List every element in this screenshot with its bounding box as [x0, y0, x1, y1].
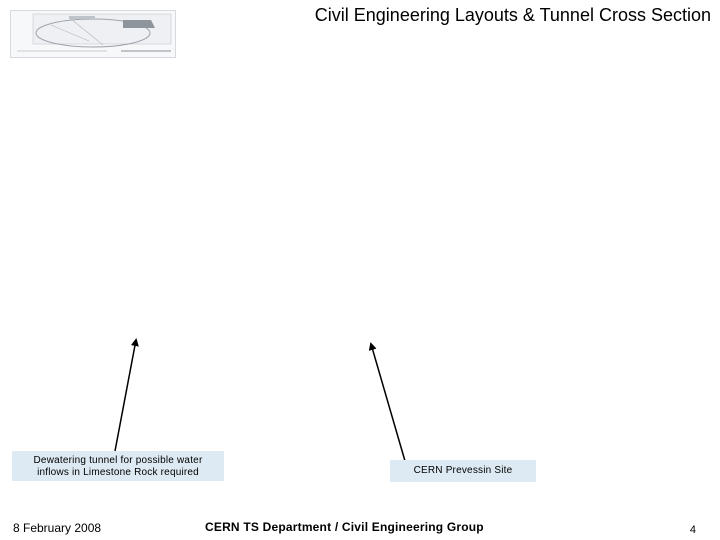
- page-number: 4: [689, 524, 696, 536]
- site-layout-diagram-icon: [17, 13, 172, 52]
- thumbnail-line: [70, 18, 104, 46]
- thumbnail-site-block: [123, 20, 155, 28]
- dewatering-arrow: [114, 338, 139, 452]
- dewatering-callout-line-2: inflows in Limestone Rock required: [37, 467, 199, 478]
- prevessin-arrow: [368, 342, 406, 462]
- thumbnail-line: [50, 24, 90, 42]
- slide-title: Civil Engineering Layouts & Tunnel Cross…: [314, 5, 711, 25]
- footer-department: CERN TS Department / Civil Engineering G…: [205, 520, 484, 534]
- footer-date: 8 February 2008: [13, 521, 102, 535]
- thumbnail-label-block: [69, 16, 95, 19]
- site-layout-thumbnail: [10, 10, 176, 58]
- dewatering-callout: Dewatering tunnel for possible water inf…: [12, 451, 224, 481]
- dewatering-callout-line-1: Dewatering tunnel for possible water: [33, 455, 203, 466]
- prevessin-callout: CERN Prevessin Site: [390, 460, 536, 482]
